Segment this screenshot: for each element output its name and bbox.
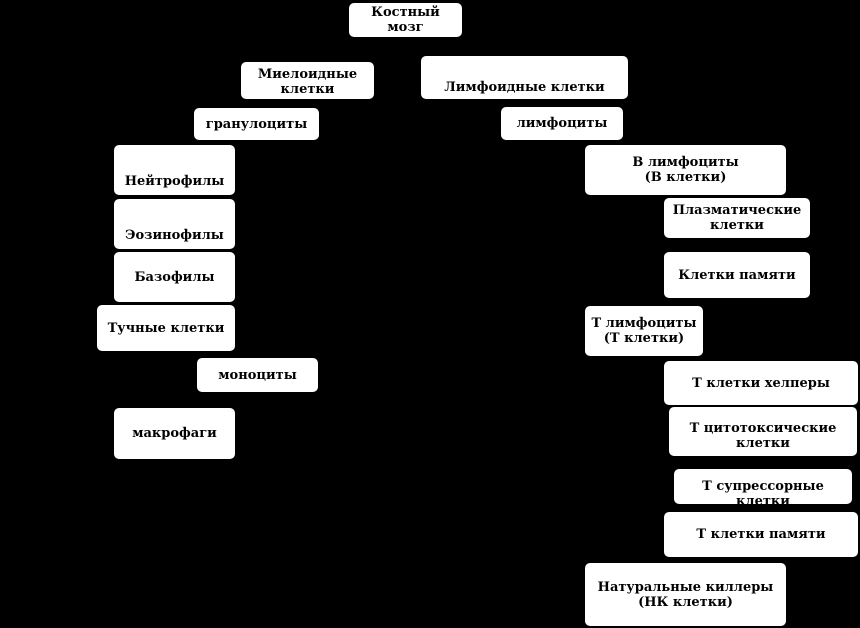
node-nk-cells-label: Натуральные киллеры (НК клетки) <box>597 579 774 610</box>
node-nk-cells: Натуральные киллеры (НК клетки) <box>585 563 786 626</box>
node-myeloid-cells-label: Миелоидные клетки <box>257 67 358 97</box>
node-basophils-label: Базофилы <box>134 269 215 285</box>
node-t-memory-cells-label: Т клетки памяти <box>696 527 826 542</box>
node-b-memory-cells-label: Клетки памяти <box>678 267 796 283</box>
node-b-memory-cells: Клетки памяти <box>664 252 810 298</box>
node-t-cytotoxic-label: Т цитотоксические клетки <box>689 421 837 451</box>
node-b-lymphocytes: В лимфоциты (В клетки) <box>585 145 786 195</box>
node-plasma-cells-label: Плазматические клетки <box>672 203 802 233</box>
node-lymphocytes: лимфоциты <box>501 107 623 140</box>
node-lymphoid-cells-label: Лимфоидные клетки <box>444 80 605 95</box>
node-eosinophils-label: Эозинофилы <box>125 228 224 243</box>
node-b-lymphocytes-label: В лимфоциты (В клетки) <box>632 155 739 185</box>
node-mast-cells-label: Тучные клетки <box>107 320 225 336</box>
node-basophils: Базофилы <box>114 252 235 302</box>
node-t-lymphocytes: Т лимфоциты (Т клетки) <box>585 306 703 356</box>
node-granulocytes-label: гранулоциты <box>205 116 308 132</box>
node-granulocytes: гранулоциты <box>194 108 319 140</box>
node-t-helpers-label: Т клетки хелперы <box>692 375 830 391</box>
node-myeloid-cells: Миелоидные клетки <box>241 62 374 99</box>
node-bone-marrow: Костный мозг <box>349 3 462 37</box>
node-mast-cells: Тучные клетки <box>97 305 235 351</box>
node-t-suppressors-label: Т супрессорные клетки <box>702 479 824 504</box>
node-lymphocytes-label: лимфоциты <box>516 116 608 131</box>
node-plasma-cells: Плазматические клетки <box>664 198 810 238</box>
node-monocytes-label: моноциты <box>218 367 297 383</box>
node-lymphoid-cells: Лимфоидные клетки <box>421 56 628 99</box>
node-monocytes: моноциты <box>197 358 318 392</box>
node-t-memory-cells: Т клетки памяти <box>664 512 858 557</box>
node-neutrophils: Нейтрофилы <box>114 145 235 195</box>
node-t-lymphocytes-label: Т лимфоциты (Т клетки) <box>591 316 697 346</box>
node-macrophages: макрофаги <box>114 408 235 459</box>
node-neutrophils-label: Нейтрофилы <box>124 174 225 189</box>
node-eosinophils: Эозинофилы <box>114 199 235 249</box>
node-t-cytotoxic: Т цитотоксические клетки <box>669 407 857 456</box>
node-t-helpers: Т клетки хелперы <box>664 361 858 405</box>
node-bone-marrow-label: Костный мозг <box>371 5 440 35</box>
node-t-suppressors: Т супрессорные клетки <box>674 469 852 504</box>
node-macrophages-label: макрофаги <box>132 426 217 441</box>
